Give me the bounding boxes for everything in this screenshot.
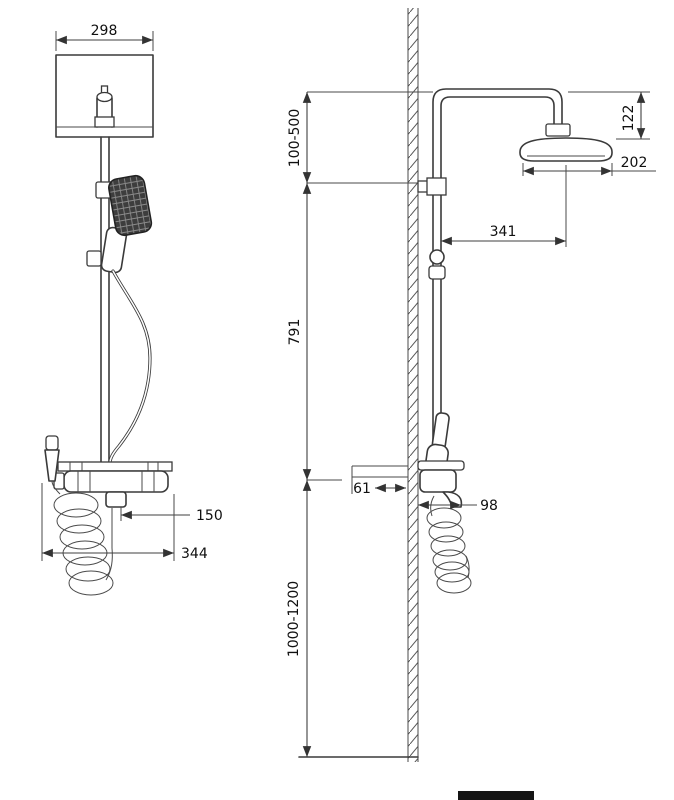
spout-front [105,491,127,508]
slider-bracket-side [428,249,446,280]
watermark-bar [458,791,534,800]
dim-install-height-1000-1200: 1000-1200 [286,480,312,757]
dim-spout-offset-150: 150 [120,507,223,524]
dim-top-range-100-500: 100-500 [287,92,312,183]
dim-arm-reach-341: 341 [441,165,567,247]
bidet-sprayer-front [44,435,60,482]
sprayer-body [44,449,60,482]
hand-shower-front [95,174,153,274]
dim-98-label: 98 [480,498,498,514]
dim-298-label: 298 [91,23,118,39]
dim-791-label: 791 [287,319,303,346]
dim-61-label: 61 [353,481,371,497]
spiral-hose-front [51,480,114,596]
dim-head-width-202: 202 [522,155,656,176]
wall [407,8,419,762]
dim-341-label: 341 [490,224,517,240]
side-view: 100-500 791 1000-1200 122 202 [286,8,656,762]
spiral-hose-side [426,495,472,594]
dim-wall-inset-61: 61 [353,481,406,497]
dim-head-width-298: 298 [55,23,154,51]
front-view: 298 [41,23,223,596]
mixer-side [351,460,465,508]
hand-shower-head-front [108,174,153,237]
mixer-body-front [63,470,169,493]
dim-150-label: 150 [196,508,223,524]
mixer-front [53,461,173,508]
dim-344-label: 344 [181,546,208,562]
dim-column-height-791: 791 [287,183,312,480]
hose-clip-front [86,250,102,267]
rain-head-front [55,54,154,138]
rain-head-side [519,123,613,162]
sprayer-nozzle [45,435,59,451]
mixer-body-side [419,469,457,493]
dim-1000-1200-label: 1000-1200 [286,581,302,657]
dim-122-label: 122 [621,105,637,132]
wall-bracket-side [417,177,447,196]
head-nut [545,123,571,137]
dim-head-drop-122: 122 [568,91,650,140]
dim-spout-reach-98: 98 [418,498,498,514]
shelf-side [417,460,465,471]
wall-hatch [408,8,418,762]
dim-202-label: 202 [621,155,648,171]
dim-100-500-label: 100-500 [287,109,303,168]
shelf-front [57,461,173,472]
shower-hose-front [108,269,152,465]
riser-and-arm-side [432,88,563,471]
dim-base-width-344: 344 [41,483,208,562]
